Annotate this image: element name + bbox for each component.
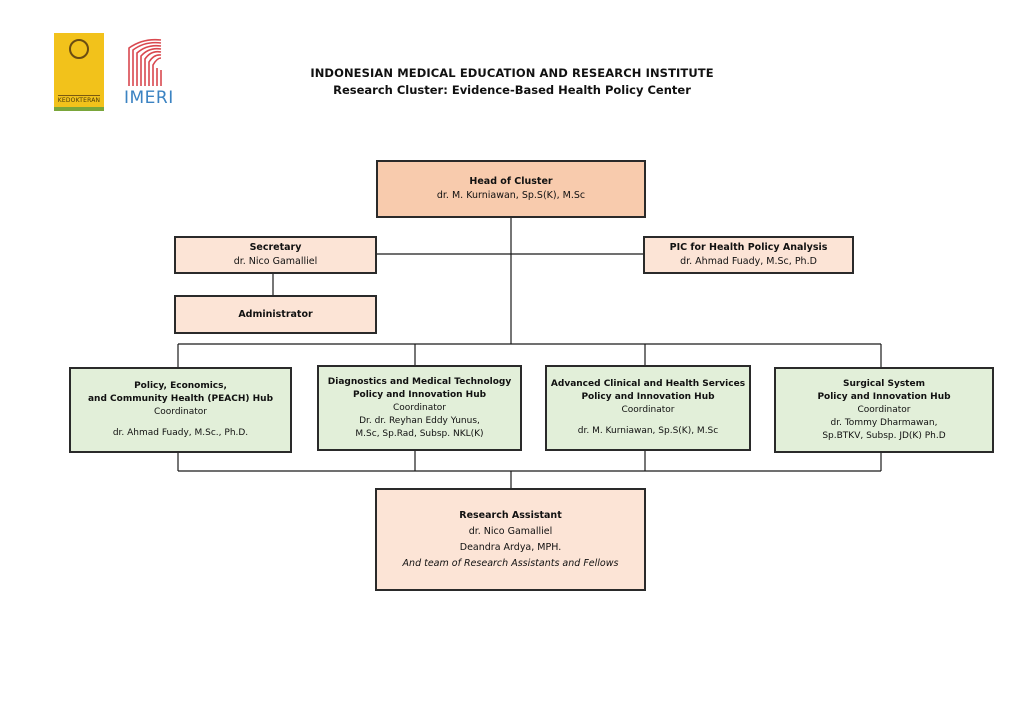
research-assistant-title: Research Assistant (459, 509, 562, 521)
hub-title-line2: Policy and Innovation Hub (817, 391, 951, 402)
hub-peach-box: Policy, Economics, and Community Health … (69, 367, 292, 453)
page-title: INDONESIAN MEDICAL EDUCATION AND RESEARC… (310, 66, 714, 80)
head-name: dr. M. Kurniawan, Sp.S(K), M.Sc (436, 190, 586, 201)
hub-coordinator-name: dr. M. Kurniawan, Sp.S(K), M.Sc (577, 426, 719, 436)
hub-title-line2: Policy and Innovation Hub (581, 392, 715, 402)
pic-health-policy-box: PIC for Health Policy Analysis dr. Ahmad… (643, 236, 854, 274)
research-assistant-team-note: And team of Research Assistants and Fell… (402, 557, 619, 569)
hub-coordinator-name: Dr. dr. Reyhan Eddy Yunus, (359, 415, 480, 426)
hub-surgical-system-box: Surgical System Policy and Innovation Hu… (774, 367, 994, 453)
hub-role: Coordinator (621, 405, 675, 415)
head-of-cluster-box: Head of Cluster dr. M. Kurniawan, Sp.S(K… (376, 160, 646, 218)
imeri-logo: IMERI (121, 34, 174, 108)
hub-title-line1: Diagnostics and Medical Technology (327, 376, 512, 387)
hub-title-line1: Surgical System (843, 378, 925, 389)
hub-diagnostics-box: Diagnostics and Medical Technology Polic… (317, 365, 522, 451)
hub-coordinator-name: dr. Tommy Dharmawan, (830, 417, 938, 428)
faculty-logo: KEDOKTERAN (54, 33, 104, 111)
research-assistant-box: Research Assistant dr. Nico Gamalliel De… (375, 488, 646, 591)
hub-title-line2: Policy and Innovation Hub (352, 389, 487, 400)
university-seal-icon (69, 39, 89, 59)
hub-role: Coordinator (153, 407, 207, 417)
hub-title-line1: Advanced Clinical and Health Services (550, 379, 746, 389)
hub-title-line2: and Community Health (PEACH) Hub (87, 394, 274, 404)
secretary-name: dr. Nico Gamalliel (233, 256, 318, 267)
hub-role: Coordinator (392, 402, 446, 413)
faculty-logo-text: KEDOKTERAN (57, 97, 101, 104)
secretary-box: Secretary dr. Nico Gamalliel (174, 236, 377, 274)
hub-title-line1: Policy, Economics, (134, 381, 227, 391)
head-title: Head of Cluster (469, 176, 553, 187)
hub-coordinator-name: dr. Ahmad Fuady, M.Sc., Ph.D. (112, 428, 249, 438)
secretary-title: Secretary (249, 242, 302, 253)
administrator-box: Administrator (174, 295, 377, 334)
imeri-logo-text: IMERI (124, 88, 174, 108)
hub-coordinator-credentials: Sp.BTKV, Subsp. JD(K) Ph.D (822, 430, 946, 441)
pic-name: dr. Ahmad Fuady, M.Sc, Ph.D (680, 256, 817, 267)
hub-role: Coordinator (857, 404, 911, 415)
imeri-building-icon (128, 38, 162, 86)
research-assistant-name-2: Deandra Ardya, MPH. (459, 541, 562, 553)
pic-title: PIC for Health Policy Analysis (669, 242, 828, 253)
hub-coordinator-credentials: M.Sc, Sp.Rad, Subsp. NKL(K) (355, 428, 484, 439)
administrator-title: Administrator (238, 308, 313, 320)
research-assistant-name-1: dr. Nico Gamalliel (468, 525, 553, 537)
page-subtitle: Research Cluster: Evidence-Based Health … (333, 83, 691, 97)
hub-advanced-clinical-box: Advanced Clinical and Health Services Po… (545, 365, 751, 451)
